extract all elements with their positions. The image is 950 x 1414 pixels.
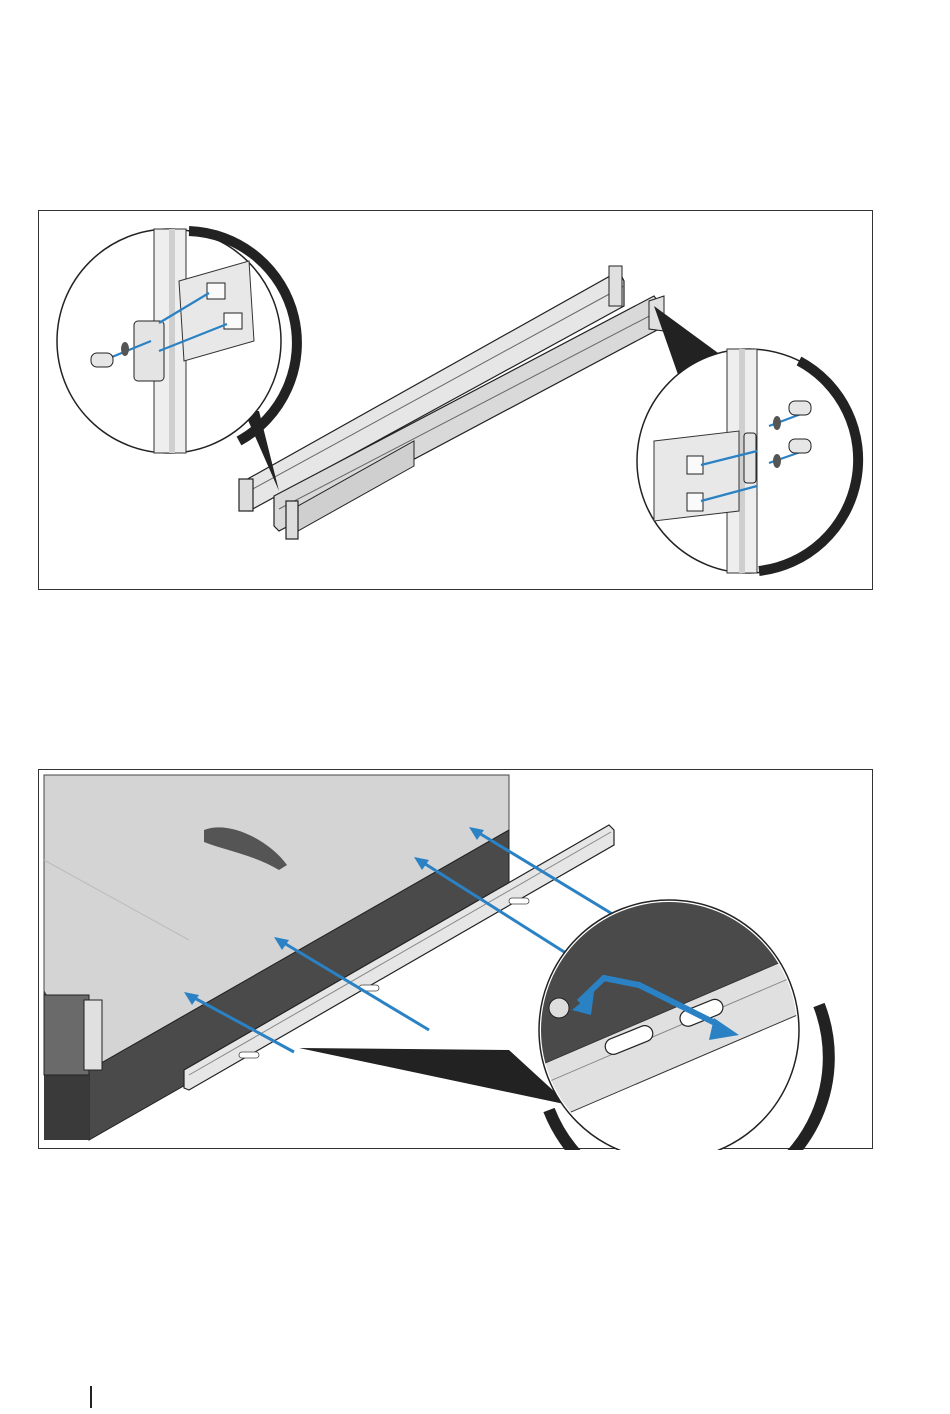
washer-icon: [121, 342, 129, 356]
page-footer-rule: [90, 1386, 92, 1408]
system-chassis: [44, 775, 509, 1140]
rail-assembly: [239, 266, 664, 539]
figure-rail-rack-mount: [38, 210, 873, 590]
rail-rack-illustration: [39, 211, 874, 591]
screw-icon: [91, 353, 113, 367]
right-zoom-callout: [637, 306, 861, 573]
figure-inner-rail-attach: [38, 769, 873, 1149]
left-zoom-callout: [57, 229, 297, 491]
inner-rail-illustration: [39, 770, 874, 1150]
